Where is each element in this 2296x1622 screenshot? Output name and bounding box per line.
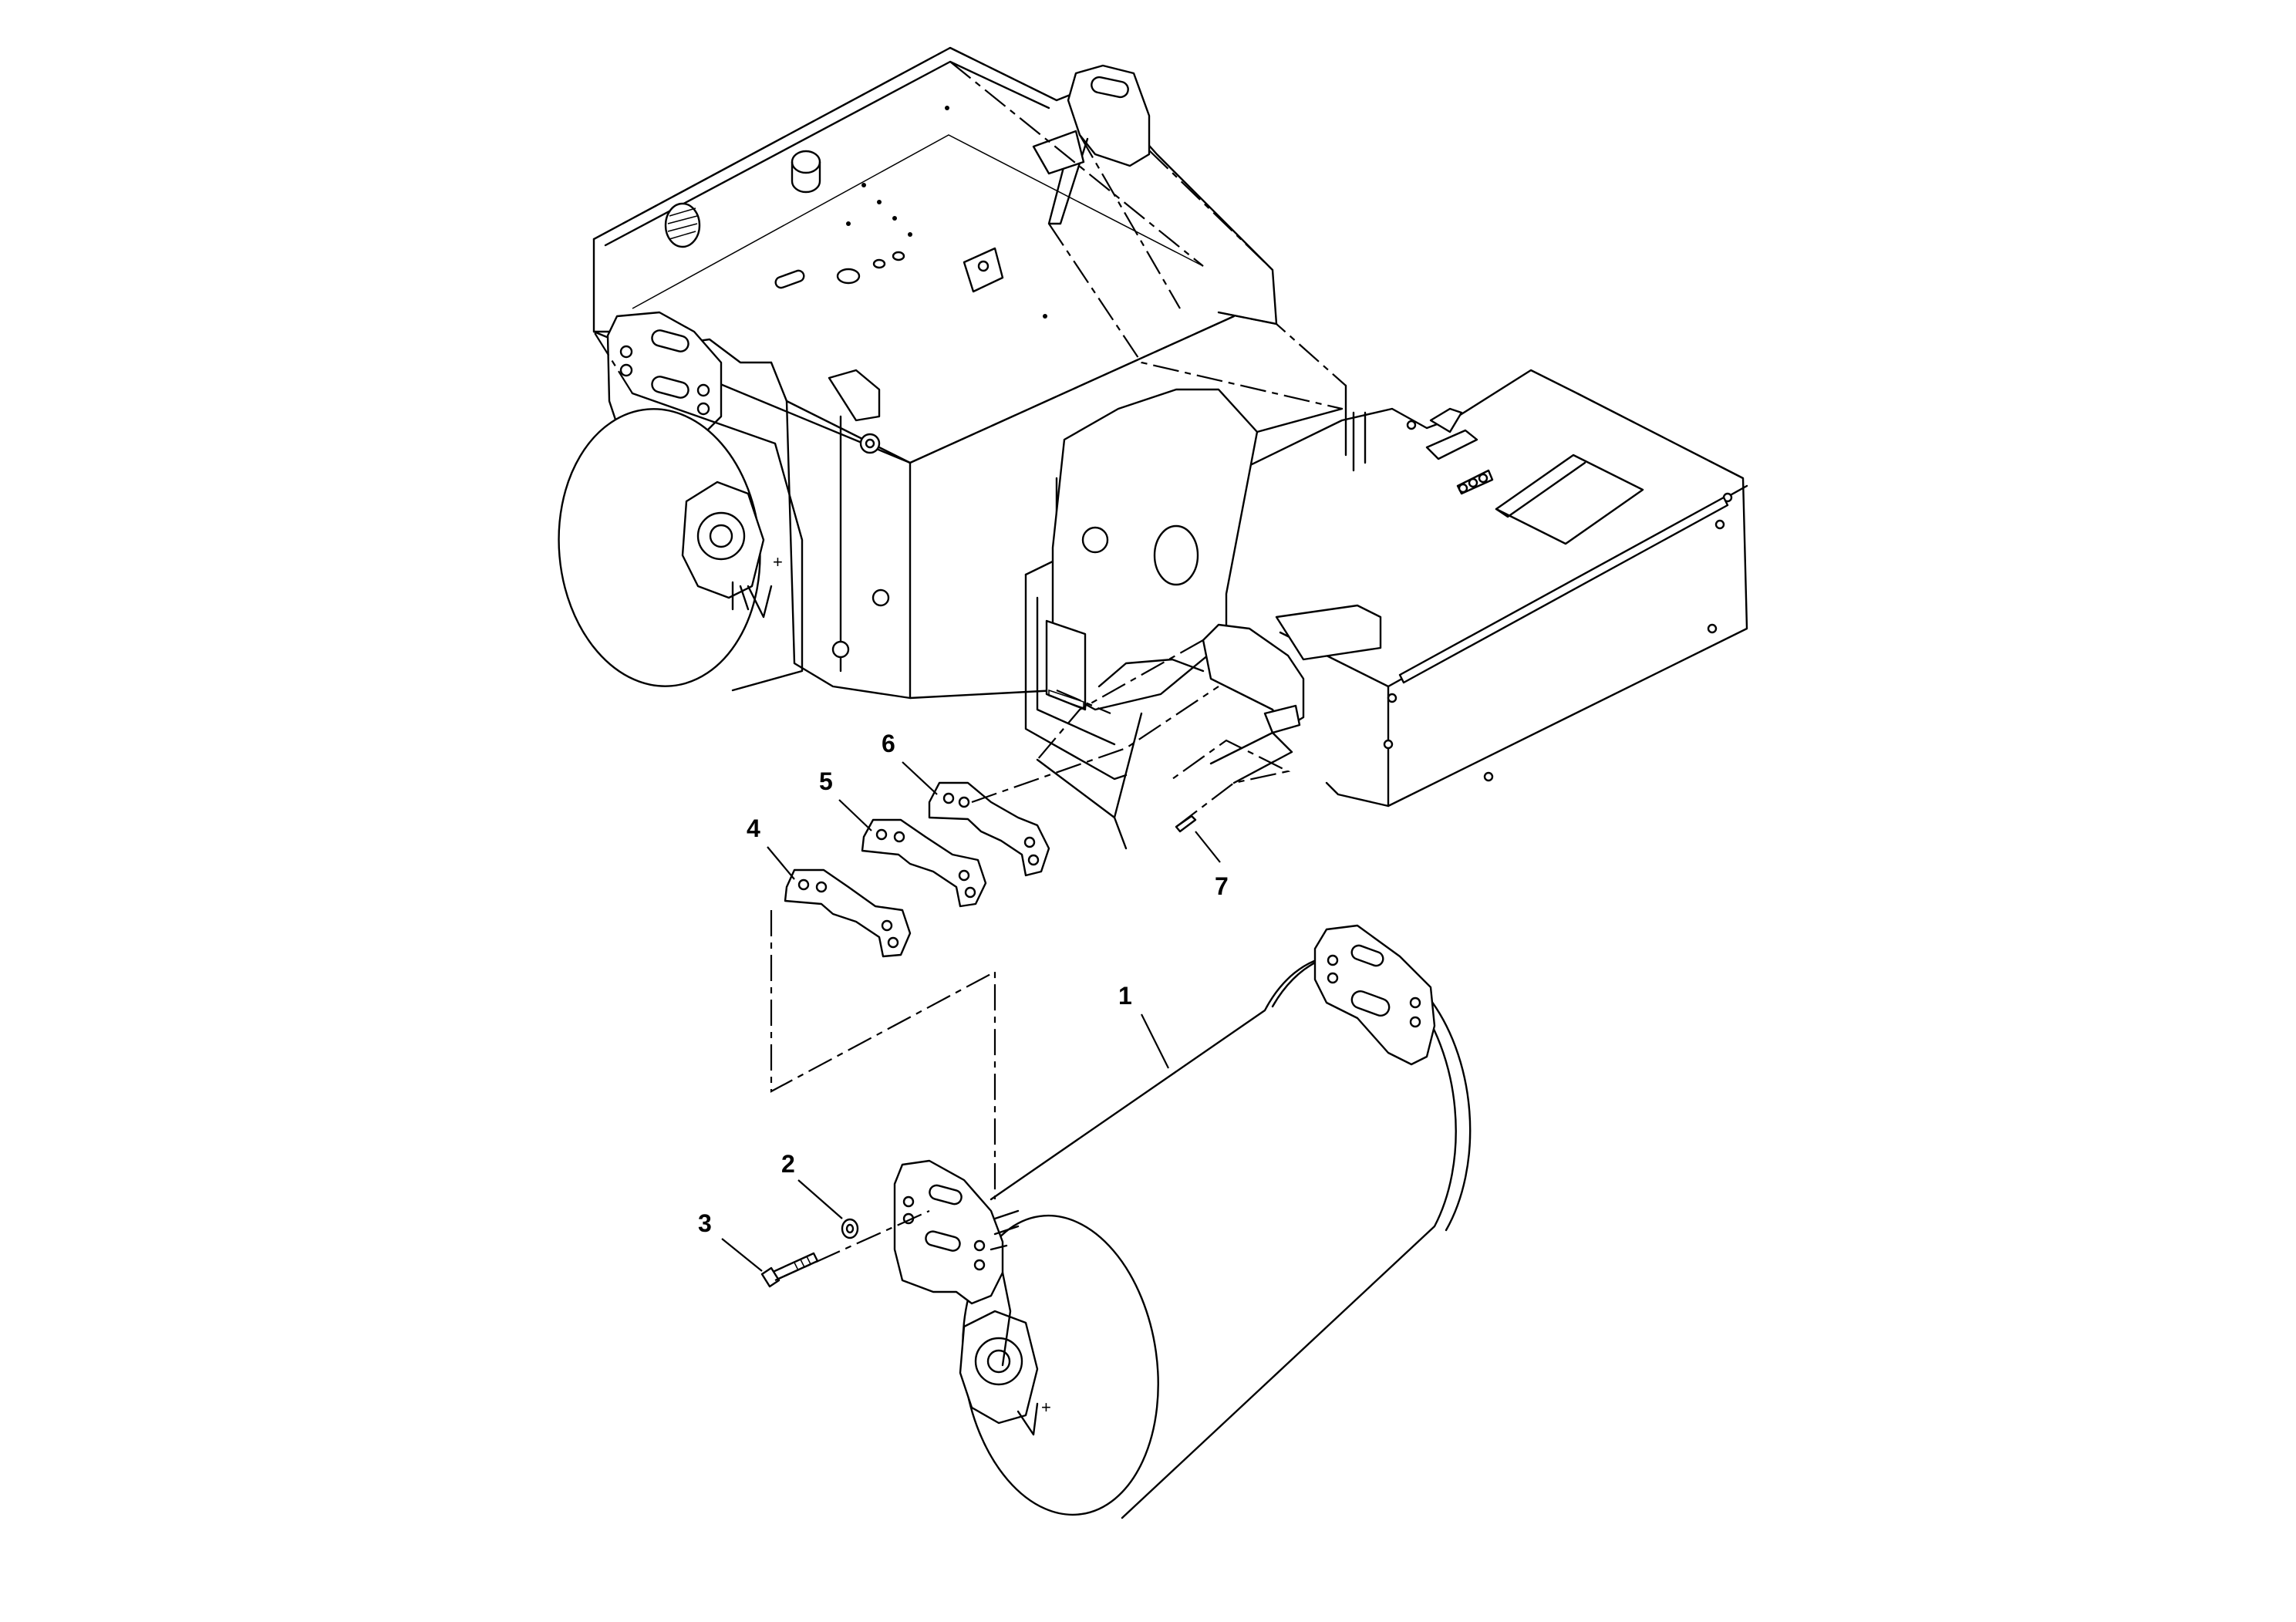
svg-text:+: + [773, 552, 783, 572]
front-frame-assembly [1024, 369, 1748, 850]
part-1-drum-assembly: + [893, 924, 1472, 1519]
callout-5: 5 [819, 767, 872, 831]
callout-3: 3 [698, 1209, 763, 1272]
part-5-bracket [861, 818, 987, 908]
callout-1: 1 [1118, 982, 1169, 1069]
callout-4: 4 [747, 814, 795, 880]
callout-6-label: 6 [882, 730, 895, 757]
callout-7-label: 7 [1215, 872, 1229, 900]
callout-1-label: 1 [1118, 982, 1132, 1010]
callout-5-label: 5 [819, 767, 833, 795]
callout-2: 2 [781, 1150, 843, 1219]
callout-6: 6 [882, 730, 938, 795]
callout-2-label: 2 [781, 1150, 795, 1178]
part-4-bracket [784, 868, 912, 958]
callout-4-label: 4 [747, 814, 760, 842]
callout-3-label: 3 [698, 1209, 712, 1237]
rear-frame-assembly: + [558, 46, 1278, 700]
svg-text:+: + [1041, 1398, 1051, 1417]
callout-7: 7 [1195, 831, 1229, 900]
part-2-washer [841, 1218, 859, 1239]
part-6-bracket [928, 781, 1050, 877]
phantom-lines [593, 47, 1744, 1282]
part-3-bolt [760, 1252, 819, 1288]
